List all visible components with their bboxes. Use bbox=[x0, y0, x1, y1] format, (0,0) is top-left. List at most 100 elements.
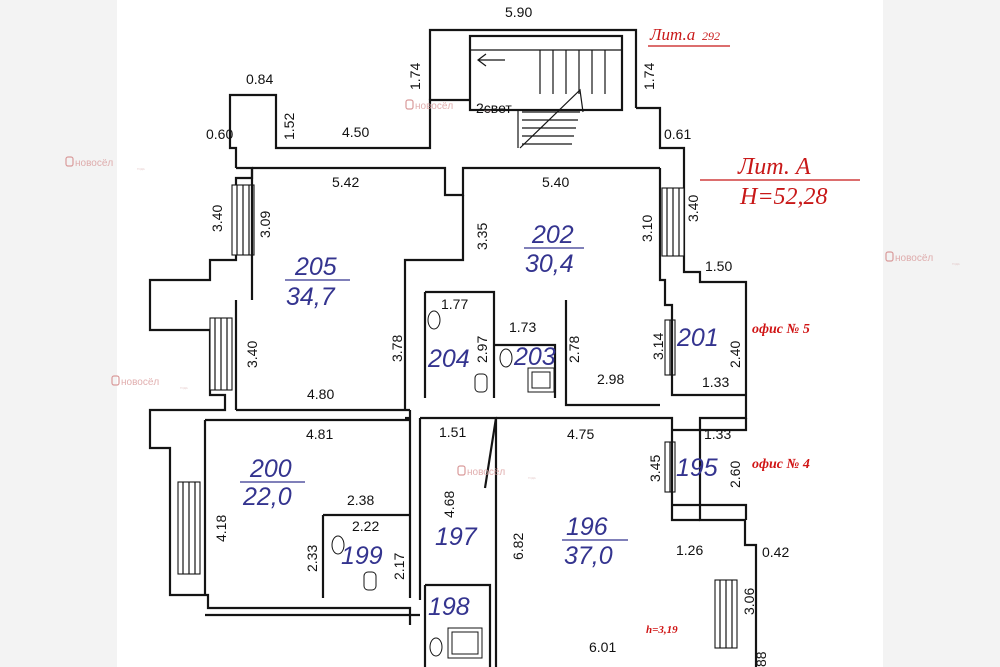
dim-3-10: 3.10 bbox=[639, 215, 655, 242]
outer-walls bbox=[148, 93, 758, 667]
svg-text:ГОДА: ГОДА bbox=[952, 262, 960, 266]
dim-3-40-c: 3.40 bbox=[244, 341, 260, 368]
svg-text:новосёл: новосёл bbox=[895, 253, 933, 264]
sink-icon-198 bbox=[429, 637, 443, 657]
room-labels: 205 34,7 202 30,4 200 22,0 196 37,0 204 … bbox=[240, 221, 719, 621]
left-margin bbox=[0, 0, 117, 667]
stair-label: 2свет bbox=[476, 100, 512, 116]
dim-5-42: 5.42 bbox=[332, 174, 359, 190]
dim-3-06: 3.06 bbox=[741, 588, 757, 615]
window-195 bbox=[664, 441, 676, 493]
sink-icon-204 bbox=[427, 310, 441, 330]
room-200-area: 22,0 bbox=[242, 483, 292, 511]
svg-text:ГОДА: ГОДА bbox=[484, 109, 492, 113]
dim-3-40-b: 3.40 bbox=[685, 195, 701, 222]
dim-0-60: 0.60 bbox=[206, 126, 233, 142]
dim-1-51: 1.51 bbox=[439, 424, 466, 440]
watermark-5: новосёл ГОДА bbox=[457, 465, 536, 480]
dim-1-50: 1.50 bbox=[705, 258, 732, 274]
office-4-label: офис № 4 bbox=[752, 457, 810, 472]
dim-2-17: 2.17 bbox=[391, 553, 407, 580]
lit-main-label: Лит. А bbox=[737, 154, 811, 180]
dim-2-38: 2.38 bbox=[347, 492, 374, 508]
watermark-logo-icon bbox=[457, 465, 466, 476]
room-203-number: 203 bbox=[513, 343, 556, 371]
dim-2-98: 2.98 bbox=[597, 371, 624, 387]
dim-4-50: 4.50 bbox=[342, 124, 369, 140]
toilet-icon-199 bbox=[363, 571, 377, 591]
office-labels: офис № 5 офис № 4 h=3,19 bbox=[646, 322, 810, 636]
window-201 bbox=[664, 319, 676, 376]
stair-treads bbox=[519, 50, 606, 149]
dim-4-75: 4.75 bbox=[567, 426, 594, 442]
windows bbox=[177, 184, 738, 649]
watermark-logo-icon bbox=[111, 375, 120, 386]
dim-1-74-right: 1.74 bbox=[641, 63, 657, 90]
svg-text:ГОДА: ГОДА bbox=[528, 476, 536, 480]
room-198-number: 198 bbox=[428, 593, 470, 621]
svg-text:новосёл: новосёл bbox=[121, 377, 159, 388]
dim-3-45: 3.45 bbox=[647, 455, 663, 482]
window-205-top bbox=[231, 184, 255, 256]
dim-88: 88 bbox=[753, 651, 769, 667]
window-205-bottom bbox=[209, 317, 233, 391]
dim-4-18: 4.18 bbox=[213, 515, 229, 542]
dim-4-68: 4.68 bbox=[441, 491, 457, 518]
svg-text:ГОДА: ГОДА bbox=[137, 167, 145, 171]
svg-text:ГОДА: ГОДА bbox=[180, 386, 188, 390]
right-margin bbox=[883, 0, 1000, 667]
dim-6-82: 6.82 bbox=[510, 533, 526, 560]
office-5-label: офис № 5 bbox=[752, 322, 810, 337]
watermark-logo-icon bbox=[885, 251, 894, 262]
fixtures bbox=[331, 310, 555, 659]
dim-1-26: 1.26 bbox=[676, 542, 703, 558]
room-201-number: 201 bbox=[676, 324, 719, 352]
room-204-number: 204 bbox=[427, 345, 470, 373]
room-205-number: 205 bbox=[294, 253, 337, 281]
dim-1-52: 1.52 bbox=[281, 113, 297, 140]
dim-3-40-a: 3.40 bbox=[209, 205, 225, 232]
dim-2-60: 2.60 bbox=[727, 461, 743, 488]
dim-2-78: 2.78 bbox=[566, 336, 582, 363]
dim-3-09: 3.09 bbox=[257, 211, 273, 238]
dim-4-81: 4.81 bbox=[306, 426, 333, 442]
room-202-number: 202 bbox=[531, 221, 574, 249]
room-196-area: 37,0 bbox=[564, 542, 613, 570]
toilet-icon-204 bbox=[474, 373, 488, 393]
dim-3-14: 3.14 bbox=[650, 333, 666, 360]
window-202 bbox=[661, 187, 685, 257]
dim-4-80: 4.80 bbox=[307, 386, 334, 402]
dim-3-78: 3.78 bbox=[389, 335, 405, 362]
dim-1-74-left: 1.74 bbox=[407, 63, 423, 90]
interior-walls bbox=[203, 166, 748, 667]
lit-small-label: Лит.а bbox=[649, 25, 695, 44]
watermark-1: новосёл ГОДА bbox=[405, 99, 492, 113]
watermark-3: новосёл ГОДА bbox=[885, 251, 960, 266]
watermark-2: новосёл ГОДА bbox=[65, 156, 145, 171]
dimension-labels: 5.90 1.74 1.74 0.84 1.52 0.60 4.50 0.61 … bbox=[206, 4, 789, 667]
window-200 bbox=[177, 481, 201, 575]
dim-6-01: 6.01 bbox=[589, 639, 616, 655]
room-202-area: 30,4 bbox=[525, 250, 574, 278]
dim-1-33-a: 1.33 bbox=[702, 374, 729, 390]
dim-5-90: 5.90 bbox=[505, 4, 532, 20]
height-mark: Н=52,28 bbox=[739, 184, 828, 210]
dim-1-33-b: 1.33 bbox=[704, 426, 731, 442]
dim-2-33: 2.33 bbox=[304, 545, 320, 572]
room-199-number: 199 bbox=[341, 542, 383, 570]
svg-text:новосёл: новосёл bbox=[415, 101, 453, 112]
watermark-4: новосёл ГОДА bbox=[111, 375, 188, 390]
svg-text:новосёл: новосёл bbox=[467, 467, 505, 478]
dim-2-40: 2.40 bbox=[727, 341, 743, 368]
room-195-number: 195 bbox=[676, 454, 718, 482]
lit-small-number: 292 bbox=[702, 29, 720, 43]
dim-2-22: 2.22 bbox=[352, 518, 379, 534]
watermark-logo-icon bbox=[65, 156, 74, 167]
stair-arrow-icon bbox=[477, 53, 505, 67]
watermark-logo-icon bbox=[405, 99, 414, 110]
ceiling-height-label: h=3,19 bbox=[646, 624, 678, 636]
stair-block bbox=[428, 28, 638, 149]
dim-1-77: 1.77 bbox=[441, 296, 468, 312]
dim-0-42: 0.42 bbox=[762, 544, 789, 560]
